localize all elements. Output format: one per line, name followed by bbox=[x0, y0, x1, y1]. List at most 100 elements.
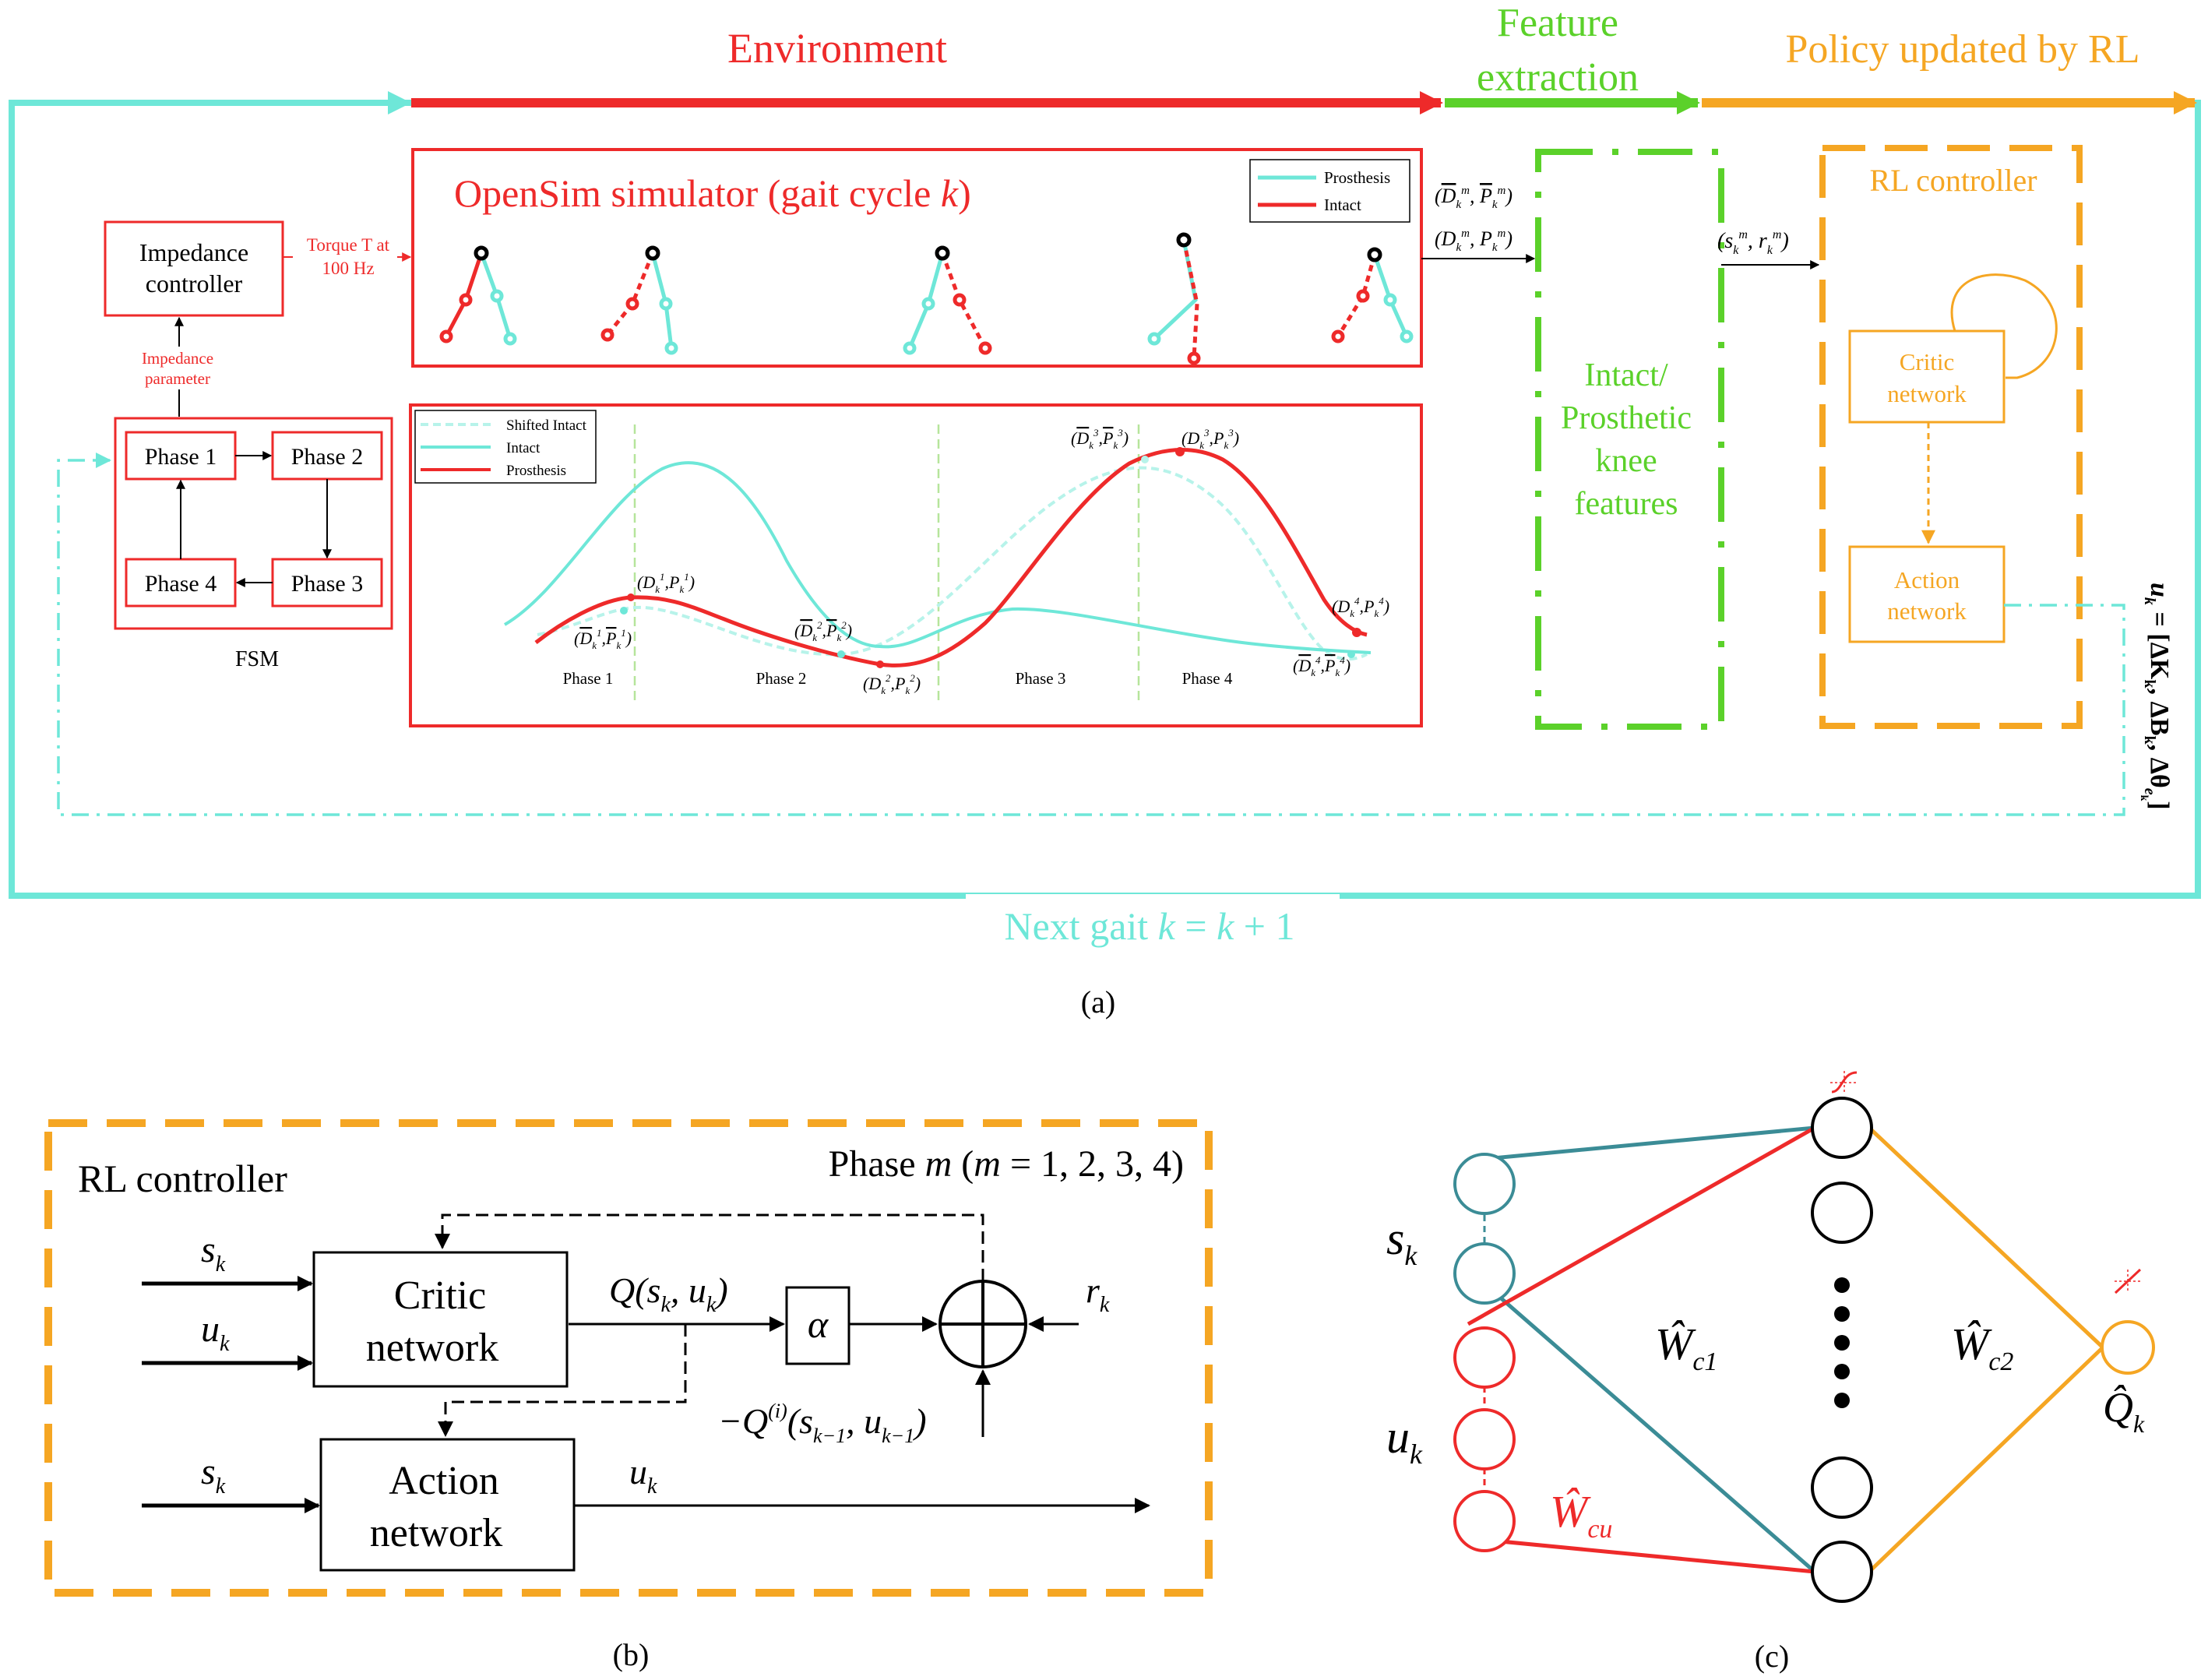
sigmoid-activation-icon bbox=[1830, 1071, 1858, 1094]
critic-a-line1: Critic bbox=[1900, 348, 1955, 375]
u-k-label-c: uk bbox=[1386, 1411, 1423, 1470]
u-output-label: uk bbox=[629, 1452, 657, 1499]
s-label-1: sk bbox=[201, 1229, 226, 1277]
impedance-controller-box bbox=[104, 220, 284, 317]
u-node-1 bbox=[1453, 1326, 1516, 1389]
environment-header: Environment bbox=[727, 25, 947, 72]
critic-b-line2: network bbox=[366, 1326, 498, 1370]
critic-to-action-dashed bbox=[438, 1324, 687, 1437]
prosthesis-curve bbox=[534, 448, 1368, 667]
q-hat-label: Q̂k bbox=[2103, 1384, 2145, 1438]
label-dbar-pbar-m: (Dkm, Pkm) bbox=[1435, 185, 1512, 211]
legend-intact2-label: Intact bbox=[506, 440, 541, 456]
opensim-title: OpenSim simulator (gait cycle k) bbox=[454, 171, 971, 215]
stick-figure-5 bbox=[1331, 247, 1414, 343]
fsm-phase3: Phase 3 bbox=[291, 571, 364, 597]
next-gait-bg bbox=[966, 894, 1340, 902]
point-p2-bar bbox=[837, 650, 845, 658]
rl-controller-box bbox=[1819, 145, 2083, 729]
panel-c-label: (c) bbox=[1755, 1639, 1789, 1674]
outer-loop-frame bbox=[9, 100, 2201, 899]
rl-controller-title: RL controller bbox=[1869, 163, 2037, 198]
point-labels: (Dk1,Pk1) (Dk1,Pk1) (Dk2,Pk2) (Dk2,Pk2) … bbox=[574, 427, 1389, 696]
param-label-bg bbox=[125, 347, 234, 389]
r-label: rk bbox=[1086, 1270, 1110, 1317]
shifted-intact-curve bbox=[537, 466, 1368, 661]
s-label-2: sk bbox=[201, 1451, 226, 1499]
q-label: Q(sk, uk) bbox=[609, 1270, 728, 1317]
panel-b-label: (b) bbox=[613, 1637, 650, 1672]
point-p1-bar bbox=[620, 607, 628, 615]
s-k-label-c: sk bbox=[1386, 1213, 1417, 1271]
feature-header-line2: extraction bbox=[1477, 55, 1639, 100]
critic-box-a bbox=[1848, 329, 2006, 424]
label-dp3-bar: (Dk3,Pk3) bbox=[1071, 427, 1129, 451]
plot-phase2: Phase 2 bbox=[756, 669, 807, 688]
u-node-3 bbox=[1453, 1490, 1516, 1552]
action-a-line1: Action bbox=[1894, 566, 1960, 593]
action-box-a bbox=[1848, 545, 2006, 643]
teal-connections bbox=[1467, 1125, 1816, 1573]
plot-phase3: Phase 3 bbox=[1016, 669, 1066, 688]
features-line4: features bbox=[1575, 486, 1678, 522]
fsm-phase1: Phase 1 bbox=[145, 444, 217, 470]
label-dp2: (Dk2,Pk2) bbox=[863, 672, 921, 696]
phase-m-label: Phase m (m = 1, 2, 3, 4) bbox=[829, 1143, 1184, 1185]
torque-label-line1: Torque T at bbox=[307, 235, 390, 255]
features-line2: Prosthetic bbox=[1561, 400, 1692, 436]
alpha-label: α bbox=[808, 1302, 829, 1346]
linear-activation-icon bbox=[2114, 1268, 2142, 1294]
neg-q-label: −Q(i)(sk−1, uk−1) bbox=[718, 1400, 927, 1447]
w-c1-label: Ŵc1 bbox=[1655, 1319, 1717, 1376]
hidden-node-2 bbox=[1811, 1182, 1873, 1244]
label-dp1: (Dk1,Pk1) bbox=[637, 571, 695, 595]
hidden-node-3 bbox=[1811, 1456, 1873, 1519]
critic-b-line1: Critic bbox=[394, 1273, 486, 1318]
u-k-equation: uk = [ΔKk, ΔBk, Δθek] bbox=[2138, 583, 2174, 810]
impedance-controller-line2: controller bbox=[146, 269, 243, 298]
point-p1 bbox=[627, 593, 635, 601]
s-node-2 bbox=[1453, 1242, 1516, 1305]
panel-a: Environment Feature extraction Policy up… bbox=[9, 1, 2201, 1020]
label-s-r-m: (skm, rkm) bbox=[1717, 228, 1789, 257]
critic-a-line2: network bbox=[1887, 380, 1967, 407]
w-c2-label: Ŵc2 bbox=[1951, 1319, 2013, 1376]
label-d-p-m: (Dkm, Pkm) bbox=[1435, 227, 1512, 254]
w-cu-label: Ŵcu bbox=[1550, 1486, 1612, 1544]
hidden-node-4 bbox=[1811, 1541, 1873, 1603]
label-dp4: (Dk4,Pk4) bbox=[1332, 595, 1389, 619]
stick-figure-4 bbox=[1147, 232, 1201, 365]
feature-plot-box bbox=[409, 403, 1423, 727]
impedance-controller-line1: Impedance bbox=[139, 238, 248, 266]
critic-self-loop bbox=[1950, 273, 2058, 379]
panel-a-label: (a) bbox=[1081, 984, 1115, 1020]
q-output-node bbox=[2101, 1320, 2155, 1375]
alpha-box bbox=[785, 1286, 850, 1365]
point-p4-bar bbox=[1347, 650, 1355, 658]
features-line3: knee bbox=[1595, 443, 1657, 479]
red-connections bbox=[1467, 1125, 1816, 1574]
intact-curve bbox=[503, 461, 1372, 654]
fsm-label: FSM bbox=[235, 647, 279, 671]
policy-header: Policy updated by RL bbox=[1786, 27, 2140, 72]
features-box bbox=[1535, 149, 1724, 730]
stick-figure-3 bbox=[903, 245, 992, 355]
point-p3 bbox=[1175, 447, 1185, 456]
torque-label-line2: 100 Hz bbox=[322, 259, 374, 278]
label-dp4-bar: (Dk4,Pk4) bbox=[1293, 654, 1351, 678]
action-b-line1: Action bbox=[389, 1459, 499, 1503]
legend-prosthesis-label: Prosthesis bbox=[1324, 168, 1390, 187]
panel-c: sk uk Ŵc1 Ŵc2 Ŵcu Q̂k (c) bbox=[1386, 1071, 2155, 1674]
u-node-2 bbox=[1453, 1408, 1516, 1470]
stick-figure-2 bbox=[600, 245, 678, 355]
legend-intact-label: Intact bbox=[1324, 195, 1361, 214]
s-node-1 bbox=[1453, 1153, 1516, 1215]
next-gait-label: Next gait k = k + 1 bbox=[1005, 904, 1295, 948]
legend-shifted-label: Shifted Intact bbox=[506, 417, 587, 434]
opensim-legend bbox=[1249, 159, 1410, 223]
plot-phase4: Phase 4 bbox=[1182, 669, 1233, 688]
features-line1: Intact/ bbox=[1584, 357, 1668, 393]
sum-feedback-dashed bbox=[435, 1213, 984, 1281]
panel-b: RL controller Phase m (m = 1, 2, 3, 4) C… bbox=[44, 1119, 1213, 1672]
rl-controller-title-b: RL controller bbox=[78, 1157, 287, 1200]
